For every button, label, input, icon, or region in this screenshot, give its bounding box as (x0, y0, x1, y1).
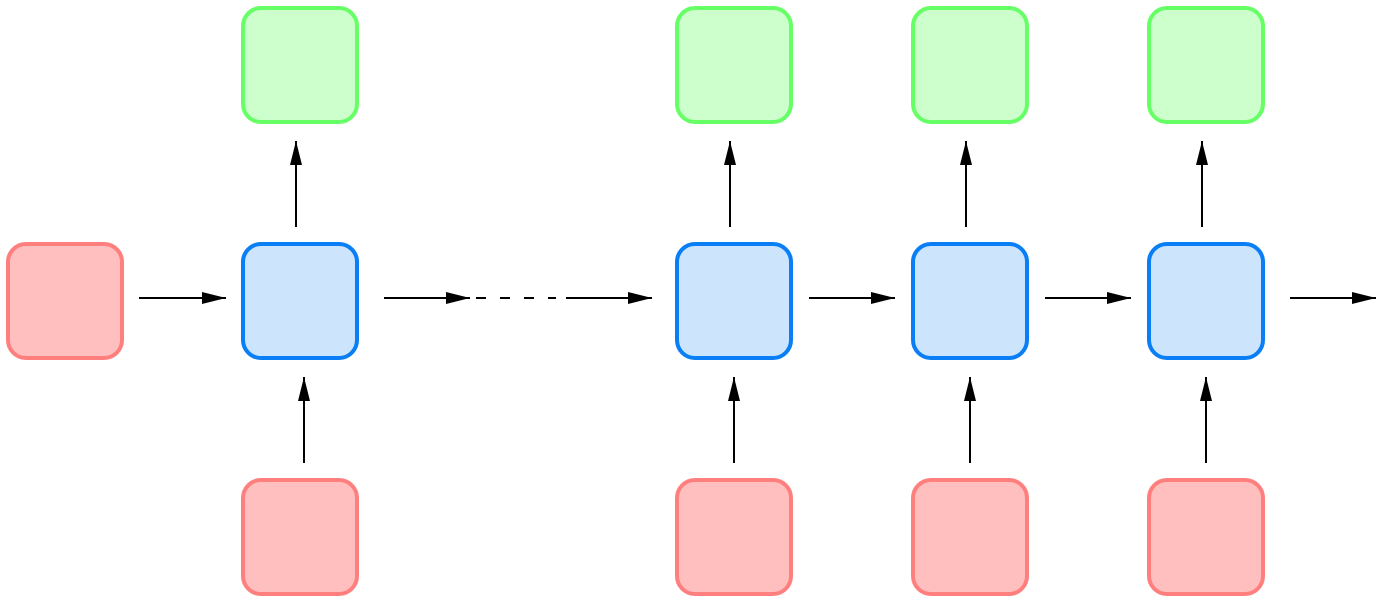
output-node-4 (1147, 6, 1265, 124)
output-node-1 (241, 6, 359, 124)
hidden-node-4 (1147, 242, 1265, 360)
output-node-2 (675, 6, 793, 124)
input-node-2 (675, 478, 793, 596)
hidden-node-1 (241, 242, 359, 360)
hidden-node-3 (911, 242, 1029, 360)
output-node-3 (911, 6, 1029, 124)
input-node-3 (911, 478, 1029, 596)
input-node-4 (1147, 478, 1265, 596)
input-node-1 (241, 478, 359, 596)
initial-state-node (6, 242, 124, 360)
hidden-node-2 (675, 242, 793, 360)
